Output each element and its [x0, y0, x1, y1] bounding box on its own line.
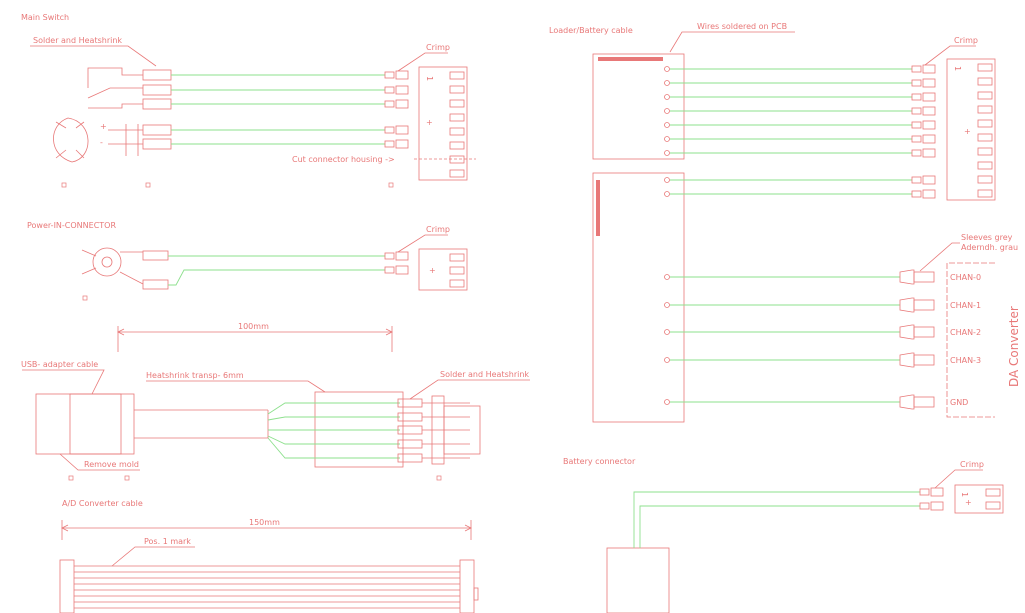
crimp-label-1: Crimp: [426, 43, 450, 52]
aderendh-grau-label: Aderndh. grau: [961, 243, 1018, 252]
svg-text:-: -: [100, 138, 103, 147]
ferrules: [899, 269, 935, 410]
pcb-lower: [592, 172, 685, 423]
crimp-label-3: Crimp: [954, 36, 978, 45]
connector-housing-4: [954, 484, 1004, 514]
battery-connector-title: Battery connector: [563, 457, 636, 466]
crimp-terminals-1: [384, 70, 409, 149]
pin1-label-c: 1: [953, 66, 962, 71]
battery-pack: [606, 547, 670, 613]
power-in-title: Power-IN-CONNECTOR: [27, 221, 116, 230]
wires-loader: [670, 68, 912, 403]
ribbon-cable: [59, 559, 479, 613]
remove-mold-label: Remove mold: [84, 460, 139, 469]
cut-housing-label: Cut connector housing ->: [292, 155, 395, 164]
wires-soldered-label: Wires soldered on PCB: [697, 22, 787, 31]
leader-line: [397, 52, 448, 72]
da-converter-outline: [946, 262, 995, 418]
chan2-label: CHAN-2: [950, 328, 981, 337]
wires-usb: [267, 402, 400, 459]
sleeves-grey-label: Sleeves grey: [961, 233, 1013, 242]
loader-battery-title: Loader/Battery cable: [549, 26, 633, 35]
gnd-label: GND: [950, 398, 968, 407]
leader-line: [59, 453, 140, 471]
leader-line: [111, 546, 195, 567]
chan1-label: CHAN-1: [950, 301, 981, 310]
dim-150-label: 150mm: [249, 518, 280, 527]
solder-pads: [664, 66, 670, 405]
crimp-terminals-2: [384, 251, 409, 275]
usb-header: [422, 395, 481, 465]
leader-line: [146, 380, 326, 393]
connector-housing-2: [418, 248, 468, 291]
crimp-terminals-4: [919, 487, 944, 511]
solder-heatshrink-label-1: Solder and Heatshrink: [33, 36, 122, 45]
battery-symbol: + -: [53, 117, 143, 163]
main-switch-title: Main Switch: [21, 13, 69, 22]
usb-heatshrink: [314, 391, 404, 468]
leader-line: [30, 45, 157, 67]
pin1-label-d: 1: [960, 492, 969, 497]
connector-housing-3: [946, 58, 996, 201]
dim-100-label: 100mm: [238, 322, 269, 331]
crimp-label-2: Crimp: [426, 225, 450, 234]
dimension-100mm: [117, 326, 393, 352]
grid-markers-2: [68, 475, 442, 481]
solder-sleeves-top: [142, 69, 172, 150]
usb-solder-sleeves: [397, 398, 423, 463]
switch-symbol: [87, 67, 143, 109]
leader-line: [397, 234, 448, 253]
usb-plug: [35, 393, 269, 455]
leader-line: [409, 379, 530, 400]
dc-jack-symbol: [81, 247, 169, 290]
leader-line: [22, 369, 105, 395]
chan0-label: CHAN-0: [950, 273, 981, 282]
leader-line: [924, 45, 976, 66]
wires-main-switch: [171, 74, 385, 145]
plus-label-a: +: [426, 118, 433, 127]
connector-housing-1: [414, 66, 476, 181]
usb-cable-title: USB- adapter cable: [21, 360, 98, 369]
plus-label-c: +: [964, 127, 971, 136]
wires-power-in: [168, 255, 385, 286]
leader-line: [934, 469, 983, 489]
ad-cable-title: A/D Converter cable: [62, 499, 143, 508]
crimp-label-4: Crimp: [960, 460, 984, 469]
dimension-150mm: [61, 520, 472, 540]
da-converter-label: DA Converter: [1007, 306, 1021, 387]
solder-heatshrink-label-2: Solder and Heatshrink: [440, 370, 529, 379]
wires-battery: [633, 491, 920, 548]
chan3-label: CHAN-3: [950, 356, 981, 365]
svg-text:+: +: [100, 122, 107, 131]
grid-markers-1: [61, 182, 394, 188]
leader-line: [669, 31, 795, 53]
pin1-label-a: 1: [425, 76, 434, 81]
pos-mark-label: Pos. 1 mark: [144, 537, 191, 546]
plus-label-d: +: [965, 498, 972, 507]
leader-line: [919, 242, 960, 272]
plus-label-b: +: [429, 266, 436, 275]
pcb-upper: [592, 53, 685, 160]
grid-marker: [82, 295, 88, 301]
heatshrink-transp-label: Heatshrink transp- 6mm: [146, 371, 244, 380]
crimp-terminals-3: [911, 64, 936, 199]
